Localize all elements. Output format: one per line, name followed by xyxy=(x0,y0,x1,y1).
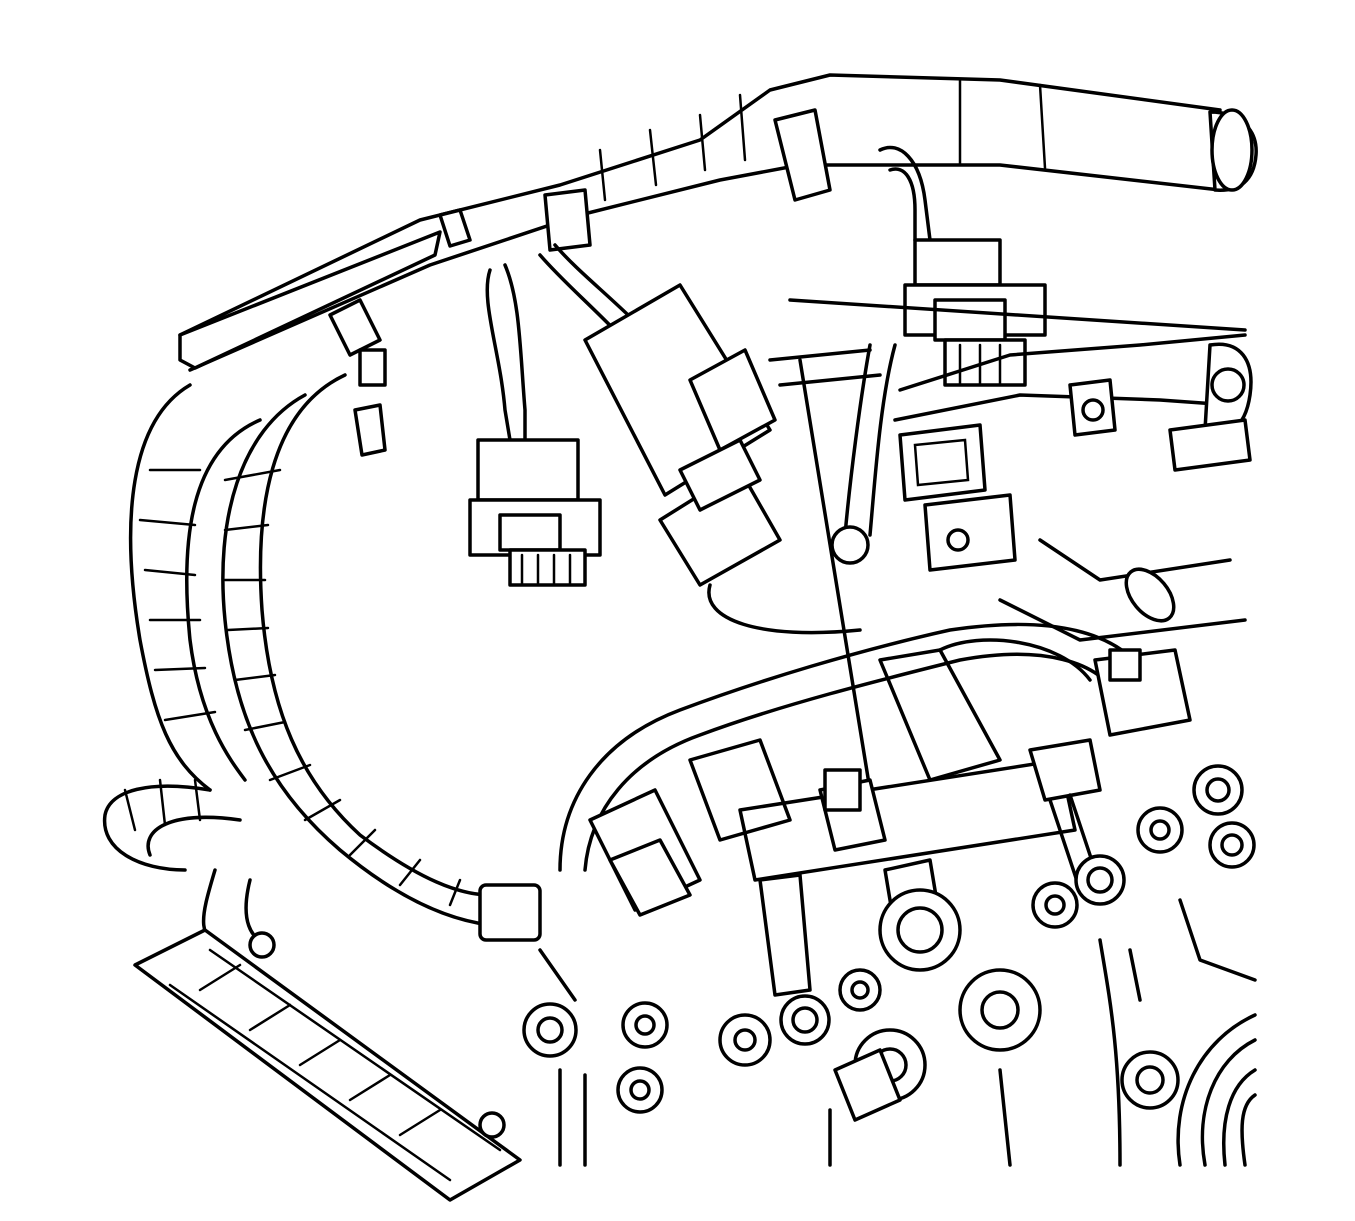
upper-wiring-harness xyxy=(178,73,1258,372)
left-connector xyxy=(468,263,602,587)
middle-connector xyxy=(538,243,782,587)
upper-right-bracket xyxy=(830,333,1253,572)
right-connector xyxy=(878,145,1047,387)
lower-left-rail xyxy=(133,928,522,1202)
lower-engine-fasteners xyxy=(522,764,1257,1167)
engine-body xyxy=(558,298,1247,962)
left-wiring-loom xyxy=(102,298,542,952)
